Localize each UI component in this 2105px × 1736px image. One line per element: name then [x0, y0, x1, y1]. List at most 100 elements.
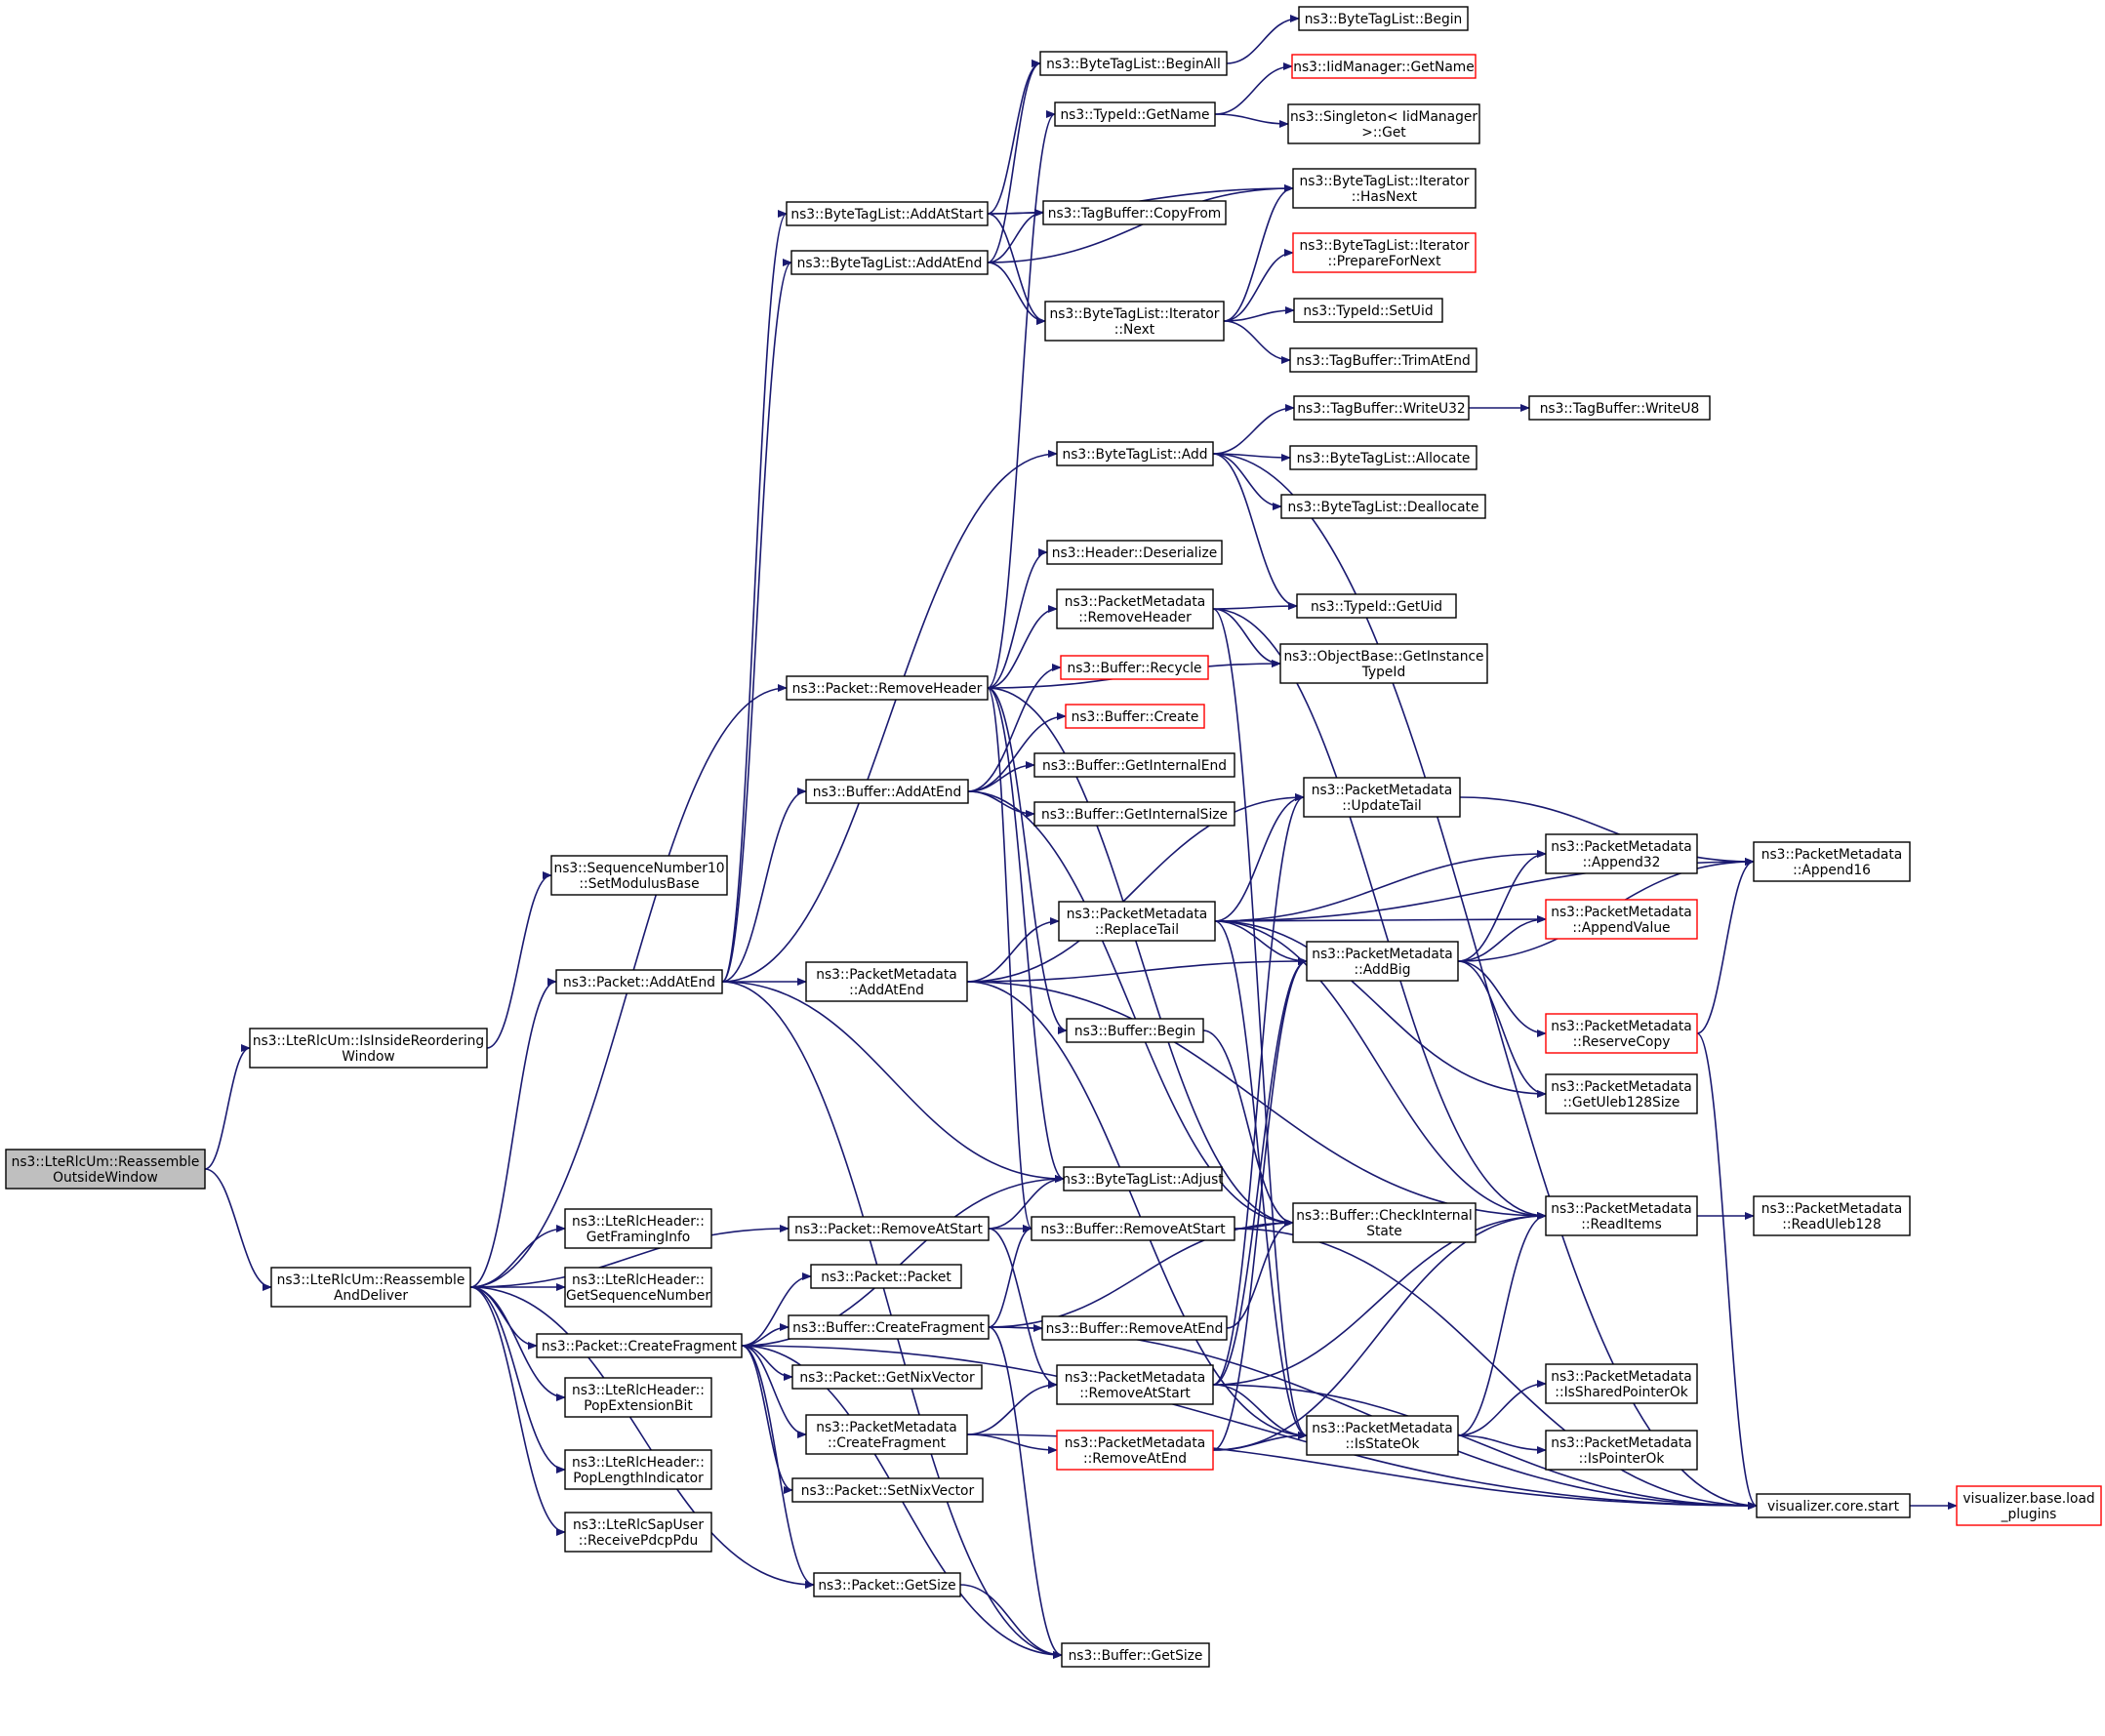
node-box	[1545, 1363, 1698, 1404]
node-pm-appendvalue[interactable]: ns3::PacketMetadata::AppendValue	[1545, 899, 1698, 940]
edge-btl_iter_next-to-btl_iter_hasnext	[1223, 184, 1294, 322]
node-label: ns3::Buffer::AddAtEnd	[813, 785, 961, 800]
edge-pm_replacetail-to-pm_getuleb	[1214, 920, 1547, 1098]
node-pm-isptrok[interactable]: ns3::PacketMetadata::IsPointerOk	[1545, 1430, 1698, 1471]
node-btl-addatstart[interactable]: ns3::ByteTagList::AddAtStart	[786, 201, 989, 226]
node-label: ns3::ByteTagList::Iterator	[1300, 174, 1470, 189]
node-btl-iter-prep[interactable]: ns3::ByteTagList::Iterator::PrepareForNe…	[1292, 232, 1477, 273]
node-btl-beginall[interactable]: ns3::ByteTagList::BeginAll	[1039, 51, 1228, 76]
node-box	[270, 1267, 471, 1308]
node-tagbuf-trim[interactable]: ns3::TagBuffer::TrimAtEnd	[1289, 347, 1478, 373]
node-btl-iter-hasnext[interactable]: ns3::ByteTagList::Iterator::HasNext	[1292, 168, 1477, 209]
node-pm-removeatstart[interactable]: ns3::PacketMetadata::RemoveAtStart	[1056, 1364, 1214, 1405]
edge-reasdeliver-to-popext	[469, 1286, 566, 1401]
edge-reasdeliver-to-pkt_addatend	[469, 978, 557, 1288]
node-popext[interactable]: ns3::LteRlcHeader::PopExtensionBit	[564, 1377, 712, 1418]
node-buf-create[interactable]: ns3::Buffer::Create	[1065, 704, 1205, 729]
node-label: ns3::PacketMetadata	[1761, 847, 1902, 863]
node-poplen[interactable]: ns3::LteRlcHeader::PopLengthIndicator	[564, 1449, 712, 1490]
node-pm-issharedptr[interactable]: ns3::PacketMetadata::IsSharedPointerOk	[1545, 1363, 1698, 1404]
node-pkt-addatend[interactable]: ns3::Packet::AddAtEnd	[555, 969, 723, 994]
node-box	[1046, 540, 1223, 565]
node-getframing[interactable]: ns3::LteRlcHeader::GetFramingInfo	[564, 1208, 712, 1249]
node-pm-append32[interactable]: ns3::PacketMetadata::Append32	[1545, 833, 1698, 874]
node-singleton-get[interactable]: ns3::Singleton< IidManager>::Get	[1287, 103, 1480, 144]
node-btl-addatend[interactable]: ns3::ByteTagList::AddAtEnd	[790, 250, 989, 275]
node-pm-readitems[interactable]: ns3::PacketMetadata::ReadItems	[1545, 1195, 1698, 1236]
edge-pm_addatend-to-pm_updatetail	[966, 793, 1305, 983]
node-label: ns3::LteRlcHeader::	[572, 1383, 705, 1398]
node-box	[1753, 841, 1911, 882]
node-hdr-deser[interactable]: ns3::Header::Deserialize	[1046, 540, 1223, 565]
node-recvpdcp[interactable]: ns3::LteRlcSapUser::ReceivePdcpPdu	[564, 1512, 712, 1553]
node-typeid-setuid[interactable]: ns3::TypeId::SetUid	[1293, 298, 1443, 323]
node-buf-removeatend[interactable]: ns3::Buffer::RemoveAtEnd	[1041, 1315, 1228, 1341]
node-buf-recycle[interactable]: ns3::Buffer::Recycle	[1060, 655, 1209, 680]
node-tagbuf-writeu32[interactable]: ns3::TagBuffer::WriteU32	[1293, 395, 1470, 421]
node-btl-dealloc[interactable]: ns3::ByteTagList::Deallocate	[1280, 494, 1486, 519]
edge-pkt_addatend-to-btl_addatstart	[721, 210, 788, 983]
edge-buf_createfrag-to-buf_getsize	[988, 1326, 1063, 1659]
node-pm-getuleb[interactable]: ns3::PacketMetadata::GetUleb128Size	[1545, 1073, 1698, 1114]
node-label: OutsideWindow	[53, 1170, 158, 1186]
node-buf-begin[interactable]: ns3::Buffer::Begin	[1066, 1018, 1204, 1043]
node-pkt-getnix[interactable]: ns3::Packet::GetNixVector	[791, 1364, 983, 1390]
node-box	[1054, 101, 1216, 127]
node-getseq[interactable]: ns3::LteRlcHeader::GetSequenceNumber	[564, 1267, 712, 1308]
node-tagbuf-copyfrom[interactable]: ns3::TagBuffer::CopyFrom	[1042, 200, 1227, 225]
node-pm-append16[interactable]: ns3::PacketMetadata::Append16	[1753, 841, 1911, 882]
node-pkt-getsize[interactable]: ns3::Packet::GetSize	[813, 1572, 961, 1597]
node-buf-addatend[interactable]: ns3::Buffer::AddAtEnd	[805, 779, 969, 804]
node-box	[1292, 232, 1477, 273]
node-buf-getsize[interactable]: ns3::Buffer::GetSize	[1061, 1642, 1210, 1668]
node-pm-isstateok[interactable]: ns3::PacketMetadata::IsStateOk	[1306, 1415, 1459, 1456]
node-typeid-getuid[interactable]: ns3::TypeId::GetUid	[1296, 593, 1457, 619]
edge-pm_updatetail-to-pm_append16	[1459, 796, 1755, 866]
node-buf-getintsize[interactable]: ns3::Buffer::GetInternalSize	[1033, 801, 1235, 827]
node-buf-getintend[interactable]: ns3::Buffer::GetInternalEnd	[1033, 752, 1235, 778]
node-label: ns3::PacketMetadata	[1551, 905, 1691, 920]
node-pm-createfrag[interactable]: ns3::PacketMetadata::CreateFragment	[805, 1414, 968, 1455]
node-pm-readuleb[interactable]: ns3::PacketMetadata::ReadUleb128	[1753, 1195, 1911, 1236]
node-label: ns3::LteRlcSapUser	[573, 1517, 704, 1533]
node-pkt-packet[interactable]: ns3::Packet::Packet	[810, 1264, 962, 1289]
edge-buf_addatend-to-buf_getintend	[967, 761, 1035, 792]
node-pm-addatend[interactable]: ns3::PacketMetadata::AddAtEnd	[805, 961, 968, 1002]
node-pm-addbig[interactable]: ns3::PacketMetadata::AddBig	[1306, 941, 1459, 982]
node-pkt-removeheader[interactable]: ns3::Packet::RemoveHeader	[786, 675, 989, 701]
node-buf-removeatstart[interactable]: ns3::Buffer::RemoveAtStart	[1031, 1216, 1235, 1241]
node-iid-getname[interactable]: ns3::IidManager::GetName	[1291, 54, 1477, 79]
node-pm-replacetail[interactable]: ns3::PacketMetadata::ReplaceTail	[1058, 901, 1216, 942]
node-pkt-createfrag[interactable]: ns3::Packet::CreateFragment	[536, 1333, 743, 1358]
node-seqmod[interactable]: ns3::SequenceNumber10::SetModulusBase	[550, 855, 728, 896]
node-btl-begin[interactable]: ns3::ByteTagList::Begin	[1298, 6, 1469, 31]
node-pm-removeatend[interactable]: ns3::PacketMetadata::RemoveAtEnd	[1056, 1430, 1214, 1471]
node-typeid-getname[interactable]: ns3::TypeId::GetName	[1054, 101, 1216, 127]
node-label: ns3::TagBuffer::CopyFrom	[1048, 206, 1221, 222]
node-pkt-removeatstart[interactable]: ns3::Packet::RemoveAtStart	[788, 1216, 990, 1241]
node-btl-adjust[interactable]: ns3::ByteTagList::Adjust	[1062, 1166, 1224, 1191]
node-box	[1291, 54, 1477, 79]
node-buf-createfrag[interactable]: ns3::Buffer::CreateFragment	[788, 1314, 990, 1340]
node-label: State	[1366, 1224, 1402, 1239]
node-btl-iter-next[interactable]: ns3::ByteTagList::Iterator::Next	[1044, 301, 1225, 342]
node-box	[1306, 1415, 1459, 1456]
node-tagbuf-writeu8[interactable]: ns3::TagBuffer::WriteU8	[1528, 395, 1711, 421]
node-label: PopLengthIndicator	[573, 1471, 704, 1486]
node-btl-add[interactable]: ns3::ByteTagList::Add	[1056, 441, 1214, 466]
node-label: ns3::Packet::Packet	[821, 1270, 951, 1285]
node-pkt-setnix[interactable]: ns3::Packet::SetNixVector	[791, 1477, 984, 1503]
node-pm-updatetail[interactable]: ns3::PacketMetadata::UpdateTail	[1303, 777, 1461, 818]
node-vis-core-start[interactable]: visualizer.core.start	[1756, 1493, 1911, 1518]
node-pm-removeheader[interactable]: ns3::PacketMetadata::RemoveHeader	[1056, 588, 1214, 629]
node-pm-reservecopy[interactable]: ns3::PacketMetadata::ReserveCopy	[1545, 1013, 1698, 1054]
node-btl-allocate[interactable]: ns3::ByteTagList::Allocate	[1289, 445, 1478, 470]
node-vis-load[interactable]: visualizer.base.load_plugins	[1956, 1485, 2102, 1526]
node-box	[1293, 298, 1443, 323]
